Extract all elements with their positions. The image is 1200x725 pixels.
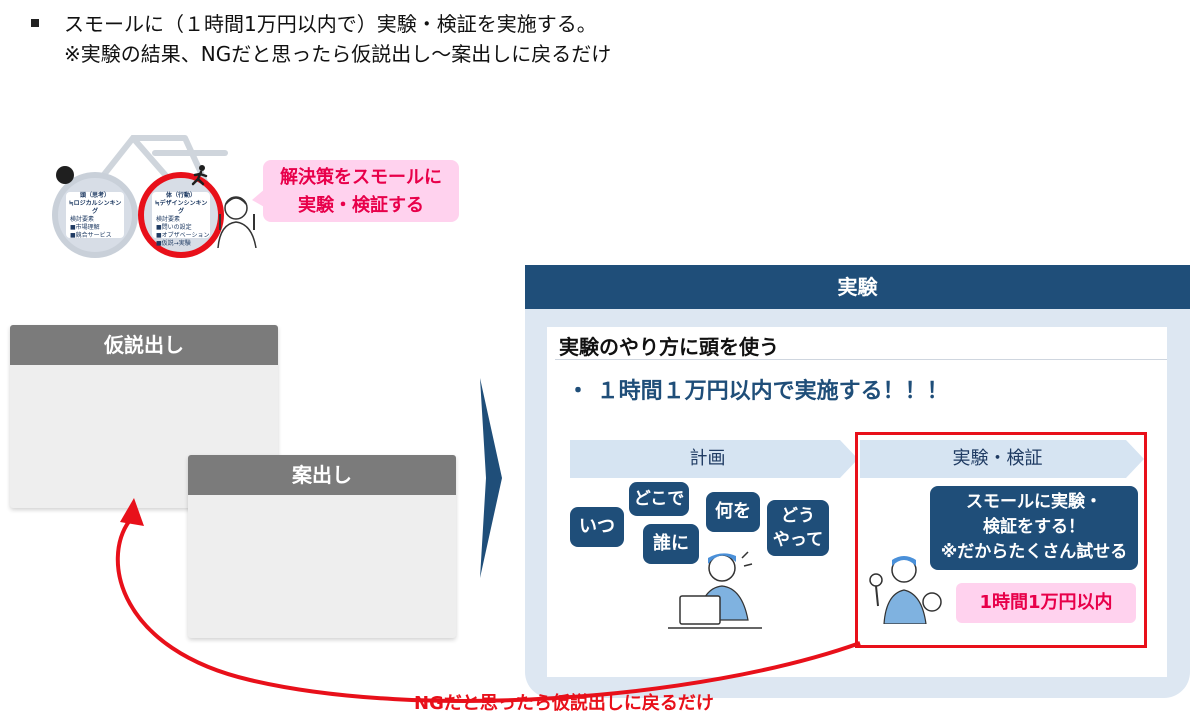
question-how: どう やって	[767, 500, 829, 556]
header-line-1: スモールに（１時間1万円以内で）実験・検証を実施する。	[64, 12, 597, 36]
person-laptop-icon	[668, 551, 762, 629]
rear-wheel-subtitle: ≒デザインシンキング	[154, 200, 208, 215]
hypothesis-panel-title: 仮説出し	[10, 325, 278, 365]
rear-wheel-list-title: 検討要素	[156, 216, 181, 223]
question-how-line2: やって	[772, 530, 824, 550]
step-plan-label: 計画	[689, 448, 726, 469]
bubble-tail-icon	[252, 188, 266, 208]
solution-bubble-line2: 実験・検証する	[298, 195, 424, 216]
subtitle-divider	[555, 359, 1167, 360]
question-what: 何を	[706, 492, 760, 532]
head-thinking-icon	[56, 166, 74, 184]
solution-bubble: 解決策をスモールに 実験・検証する	[263, 160, 459, 222]
verify-highlight-frame	[855, 432, 1147, 648]
front-wheel-subtitle: ≒ロジカルシンキング	[68, 200, 122, 215]
question-when: いつ	[570, 507, 624, 547]
solution-bubble-line1: 解決策をスモールに	[280, 167, 442, 188]
small-experiment-line2: 検証をする！	[983, 517, 1085, 537]
idea-panel-title: 案出し	[188, 455, 456, 495]
rear-wheel-item: ■オブザベーション	[156, 232, 210, 239]
experiment-bullet: ・ １時間１万円以内で実施する！！！	[567, 379, 949, 404]
question-who: 誰に	[643, 524, 699, 564]
rear-wheel-title: 体（行動）	[165, 192, 196, 199]
bicycle-frame-icon	[92, 135, 228, 189]
rear-wheel-item: ■仮説→実験	[156, 240, 191, 247]
budget-tag: 1時間1万円以内	[956, 583, 1136, 623]
return-loop-text: NGだと思ったら仮説出しに戻るだけ	[414, 693, 714, 714]
front-wheel: 頭（思考） ≒ロジカルシンキング 検討要素 ■市場理解 ■競合サービス	[52, 172, 138, 258]
question-how-line1: どう	[781, 506, 815, 526]
front-wheel-list-title: 検討要素	[70, 216, 95, 223]
front-wheel-item: ■市場理解	[70, 224, 100, 231]
person-ok-icon	[869, 556, 942, 624]
step-verify-label: 実験・検証	[952, 448, 1043, 469]
person-icon	[217, 196, 257, 248]
question-where: どこで	[629, 482, 689, 516]
header-line-2: ※実験の結果、NGだと思ったら仮説出し～案出しに戻るだけ	[64, 42, 612, 66]
experiment-subtitle: 実験のやり方に頭を使う	[559, 335, 779, 359]
experiment-title: 実験	[525, 265, 1190, 309]
step-plan-shape	[570, 440, 858, 478]
running-person-icon	[191, 165, 208, 186]
small-experiment-bubble: スモールに実験・ 検証をする！ ※だからたくさん試せる	[930, 486, 1138, 570]
idea-panel: 案出し	[188, 455, 456, 638]
front-wheel-title: 頭（思考）	[79, 192, 110, 199]
flow-arrow-icon	[480, 378, 502, 578]
small-experiment-line3: ※だからたくさん試せる	[940, 542, 1128, 562]
small-experiment-line1: スモールに実験・	[966, 492, 1102, 512]
front-wheel-item: ■競合サービス	[70, 232, 112, 239]
header-bullet-icon	[31, 19, 39, 27]
step-verify-shape	[860, 440, 1144, 478]
rear-wheel-item: ■問いの設定	[156, 224, 192, 231]
